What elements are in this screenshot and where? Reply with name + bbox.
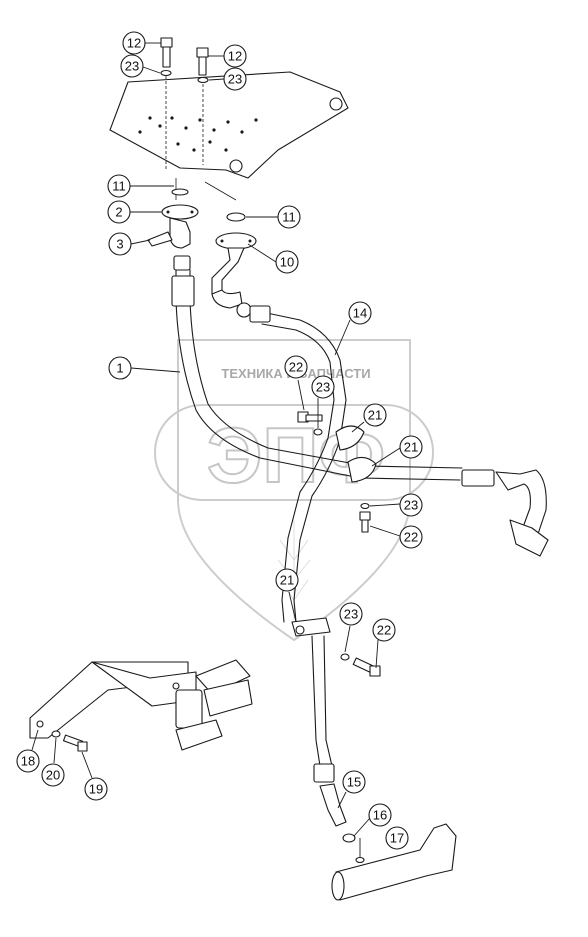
flange-assembly-left: [147, 178, 199, 271]
callout-2: 2: [107, 200, 131, 224]
callout-22-lower: 22: [372, 618, 396, 642]
watermark-banner: [154, 404, 434, 501]
callout-22-middle: 22: [399, 525, 423, 549]
callout-23-upper: 23: [311, 375, 335, 399]
clamp-21-lower: [291, 617, 381, 677]
watermark-wheat-icon: [277, 520, 311, 620]
svg-text:10: 10: [280, 255, 294, 270]
svg-text:23: 23: [316, 380, 330, 395]
callout-15: 15: [342, 770, 366, 794]
svg-text:23: 23: [125, 59, 139, 74]
callout-10: 10: [275, 250, 299, 274]
callout-11-left: 11: [107, 174, 131, 198]
callout-21-upper: 21: [363, 403, 387, 427]
callout-21-middle: 21: [399, 435, 423, 459]
svg-text:21: 21: [404, 440, 418, 455]
clamp-21-middle: [347, 456, 377, 533]
upper-bracket: [109, 71, 349, 179]
callout-14: 14: [348, 301, 372, 325]
callouts: 12 23 12 23 11 2 11 3 10 14 1 22 23 21 2…: [16, 31, 423, 850]
callout-21-lower: 21: [275, 568, 299, 592]
pipe-assembly-17: [331, 823, 457, 901]
svg-text:18: 18: [21, 754, 35, 769]
svg-text:17: 17: [390, 831, 404, 846]
svg-text:22: 22: [404, 530, 418, 545]
watermark: ТЕХНИКА И ЗАПЧАСТИ ЭПФ: [154, 339, 434, 642]
flange-assembly-right: [204, 181, 257, 309]
callout-23-middle: 23: [399, 493, 423, 517]
pedal-bracket-18: [29, 659, 253, 752]
svg-text:14: 14: [353, 306, 367, 321]
svg-text:12: 12: [228, 49, 242, 64]
svg-text:11: 11: [282, 210, 296, 225]
watermark-big-text: ЭПФ: [207, 411, 385, 499]
svg-text:23: 23: [404, 498, 418, 513]
svg-text:11: 11: [112, 179, 126, 194]
callout-23-top-left: 23: [120, 54, 144, 78]
callout-1: 1: [108, 356, 132, 380]
svg-text:3: 3: [116, 237, 123, 252]
hose-1: [171, 269, 549, 557]
svg-text:21: 21: [368, 408, 382, 423]
leader-lines: [31, 42, 401, 858]
svg-text:21: 21: [280, 573, 294, 588]
callout-23-top-right: 23: [223, 67, 247, 91]
callout-18: 18: [16, 749, 40, 773]
callout-19: 19: [84, 777, 108, 801]
watermark-shield: [177, 339, 411, 642]
callout-17: 17: [385, 826, 409, 850]
callout-12-top-left: 12: [122, 31, 146, 55]
callout-11-right: 11: [277, 205, 301, 229]
svg-text:15: 15: [347, 775, 361, 790]
callout-22-upper: 22: [284, 355, 308, 379]
svg-text:1: 1: [116, 361, 123, 376]
tube-lower: [311, 635, 347, 827]
callout-16: 16: [368, 803, 392, 827]
callout-20: 20: [41, 763, 65, 787]
svg-text:19: 19: [89, 782, 103, 797]
svg-text:20: 20: [46, 768, 60, 783]
svg-text:2: 2: [115, 205, 122, 220]
clamp-21-upper: [297, 411, 365, 451]
svg-text:23: 23: [228, 72, 242, 87]
bolt-12-right: [196, 47, 209, 165]
svg-text:16: 16: [373, 808, 387, 823]
svg-text:12: 12: [127, 36, 141, 51]
callout-12-top-right: 12: [223, 44, 247, 68]
callout-23-lower: 23: [339, 602, 363, 626]
svg-text:22: 22: [377, 623, 391, 638]
callout-3: 3: [108, 232, 132, 256]
svg-text:22: 22: [289, 360, 303, 375]
svg-text:23: 23: [344, 607, 358, 622]
bolt-12-left: [160, 37, 173, 170]
